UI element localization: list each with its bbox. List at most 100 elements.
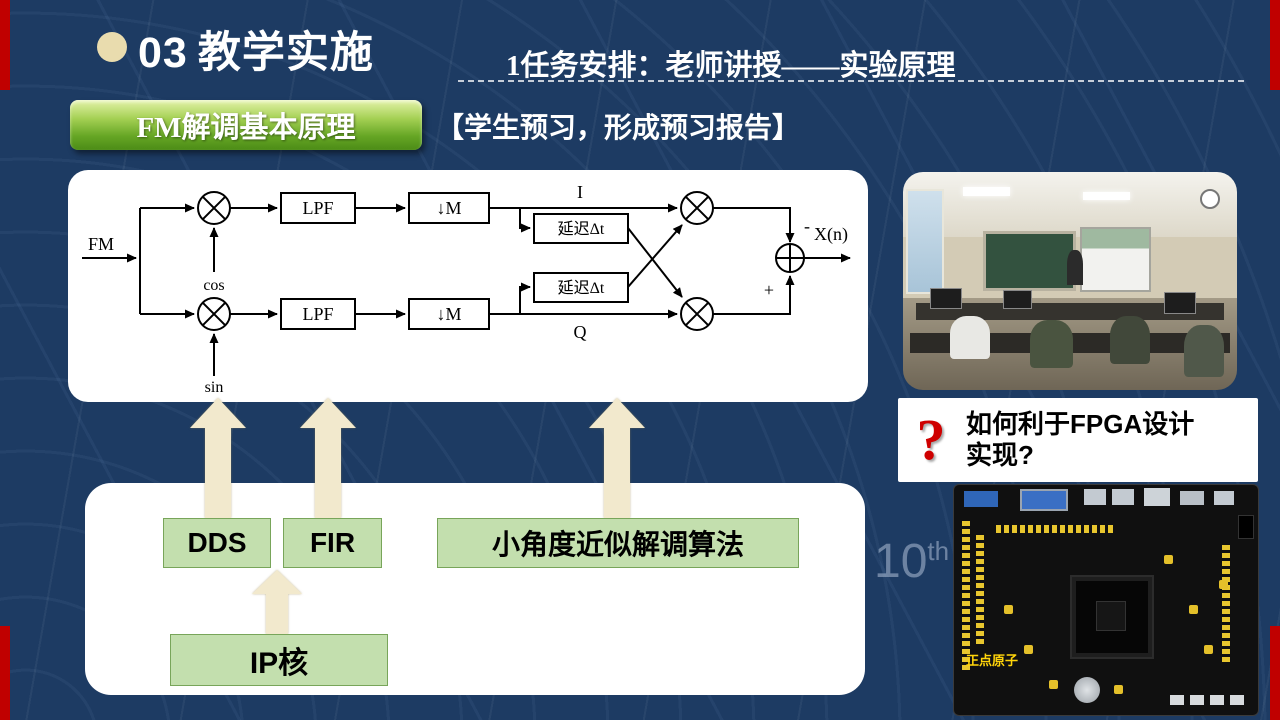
- capacitor: [1024, 645, 1033, 654]
- delay-box-top: 延迟Δt: [533, 213, 629, 244]
- arrow-dds-icon: [190, 398, 246, 518]
- module-fir: FIR: [283, 518, 382, 568]
- watermark-10th: 10th: [874, 534, 949, 589]
- question-callout: ? 如何利于FPGA设计 实现?: [898, 398, 1258, 482]
- minus-sign: -: [804, 216, 810, 236]
- module-algorithm: 小角度近似解调算法: [437, 518, 799, 568]
- section-title: 教学实施: [197, 29, 374, 77]
- projection-screen: [1080, 226, 1151, 292]
- capacitor: [1219, 580, 1228, 589]
- hdmi-port: [1180, 491, 1204, 505]
- classroom-ceiling: [903, 172, 1237, 238]
- accent-bar-top-right: [1270, 0, 1280, 90]
- fm-demod-diagram: LPF ↓M LPF ↓M 延迟Δt 延迟Δt FM: [82, 182, 851, 396]
- push-button: [1190, 695, 1204, 705]
- student: [949, 315, 990, 360]
- topic-banner: FM解调基本原理: [70, 100, 422, 150]
- output-label: X(n): [814, 224, 848, 245]
- capacitor: [1114, 685, 1123, 694]
- multiplier-node-bottom-left: [197, 297, 231, 331]
- push-button: [1230, 695, 1244, 705]
- pin-header: [976, 535, 984, 645]
- question-line-1: 如何利于FPGA设计: [966, 408, 1195, 439]
- capacitor: [1204, 645, 1213, 654]
- chip-core: [1096, 601, 1126, 631]
- watermark-suffix: th: [927, 536, 950, 566]
- chalkboard: [983, 230, 1076, 292]
- accent-bar-bottom-left: [0, 626, 10, 720]
- arrow-ipcore-icon: [252, 570, 302, 634]
- classroom-photo: [903, 172, 1237, 390]
- header-divider: [458, 80, 1244, 82]
- ethernet-port: [1144, 488, 1170, 506]
- question-line-2: 实现?: [966, 440, 1034, 470]
- multiplier-node-top-right: [680, 191, 714, 225]
- capacitor: [1049, 680, 1058, 689]
- diagram-wires: [82, 203, 851, 376]
- usb-port: [1084, 489, 1106, 505]
- lpf-box-bottom: LPF: [280, 298, 356, 330]
- i-branch-label: I: [577, 182, 583, 202]
- student: [1029, 320, 1074, 369]
- delay-top-label: 延迟Δt: [558, 220, 605, 238]
- question-mark-icon: ?: [916, 407, 946, 472]
- decimator-box-top: ↓M: [408, 192, 490, 224]
- summer-node: [775, 243, 805, 273]
- q-branch-label: Q: [574, 322, 587, 342]
- accent-bar-top-left: [0, 0, 10, 90]
- push-button: [1170, 695, 1184, 705]
- capacitor: [1189, 605, 1198, 614]
- pin-header: [962, 521, 970, 671]
- monitor: [929, 287, 962, 310]
- push-button: [1210, 695, 1224, 705]
- module-dds: DDS: [163, 518, 271, 568]
- banner-note: 【学生预习，形成预习报告】: [436, 112, 801, 143]
- pin-header: [996, 525, 1116, 533]
- fm-input-label: FM: [88, 234, 114, 254]
- title-bullet-icon: [97, 32, 127, 62]
- student: [1183, 324, 1224, 377]
- fm-demod-diagram-panel: LPF ↓M LPF ↓M 延迟Δt 延迟Δt FM: [68, 170, 868, 402]
- delay-box-bottom: 延迟Δt: [533, 272, 629, 303]
- delay-bottom-label: 延迟Δt: [558, 279, 605, 297]
- terminal-block: [964, 491, 998, 507]
- lpf-top-label: LPF: [302, 198, 333, 218]
- board-brand-label: 正点原子: [966, 653, 1019, 668]
- task-subtitle: 1任务安排：老师讲授——实验原理: [506, 50, 956, 82]
- lpf-bottom-label: LPF: [302, 304, 333, 324]
- wall-clock: [1200, 189, 1221, 210]
- section-number: 03: [138, 29, 188, 77]
- cos-label: cos: [203, 277, 224, 294]
- usb-port: [1112, 489, 1134, 505]
- decim-top-label: ↓M: [436, 198, 461, 218]
- window: [906, 189, 944, 294]
- ceiling-light: [1083, 191, 1131, 201]
- multiplier-node-top-left: [197, 191, 231, 225]
- decimator-box-bottom: ↓M: [408, 298, 490, 330]
- vga-connector: [1020, 489, 1068, 511]
- monitor: [1163, 291, 1196, 314]
- capacitor: [1164, 555, 1173, 564]
- arrow-algorithm-icon: [589, 398, 645, 518]
- lpf-box-top: LPF: [280, 192, 356, 224]
- ceiling-light: [963, 187, 1010, 196]
- desk-row: [916, 302, 1224, 321]
- fpga-board-photo: 正点原子: [953, 484, 1259, 716]
- usb-port: [1214, 491, 1234, 505]
- teacher: [1066, 250, 1084, 286]
- arrow-fir-icon: [300, 398, 356, 518]
- pin-header: [1222, 545, 1230, 665]
- watermark-number: 10: [874, 535, 928, 588]
- monitor: [1003, 289, 1032, 310]
- capacitor: [1004, 605, 1013, 614]
- question-text: 如何利于FPGA设计 实现?: [966, 409, 1194, 471]
- student: [1110, 315, 1151, 364]
- multiplier-node-bottom-right: [680, 297, 714, 331]
- decim-bottom-label: ↓M: [436, 304, 461, 324]
- sin-label: sin: [205, 379, 224, 396]
- coin-battery: [1074, 677, 1100, 703]
- power-jack: [1238, 515, 1254, 539]
- module-ip-core: IP核: [170, 634, 388, 686]
